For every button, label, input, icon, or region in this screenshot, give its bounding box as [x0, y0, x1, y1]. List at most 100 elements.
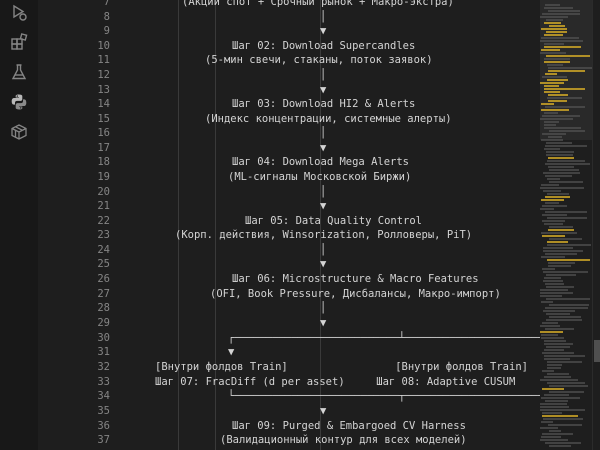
- minimap-line: [542, 322, 558, 324]
- minimap-line: [544, 277, 561, 279]
- code-line-text: │: [320, 186, 327, 198]
- vertical-scrollbar[interactable]: [592, 0, 600, 450]
- minimap-line: [540, 187, 584, 189]
- code-line[interactable]: │: [110, 126, 540, 140]
- minimap-line: [546, 19, 563, 21]
- minimap-line: [545, 400, 568, 402]
- code-line[interactable]: │: [110, 10, 540, 24]
- minimap-line: [546, 319, 582, 321]
- indent-guide: [215, 0, 216, 450]
- line-number: 33: [97, 376, 110, 388]
- line-number: 26: [97, 273, 110, 285]
- minimap-line: [547, 160, 585, 162]
- minimap-line: [547, 64, 563, 66]
- minimap-line: [545, 328, 574, 330]
- line-number: 28: [97, 302, 110, 314]
- code-line[interactable]: Шаг 07: FracDiff (d per asset) Шаг 08: A…: [110, 375, 540, 389]
- code-line[interactable]: ▼: [110, 141, 540, 155]
- code-line[interactable]: ▼: [110, 199, 540, 213]
- code-line[interactable]: Шаг 03: Download HI2 & Alerts: [110, 97, 540, 111]
- code-line-text: Шаг 06: Microstructure & Macro Features: [232, 273, 479, 285]
- minimap-line: [547, 382, 585, 384]
- python-icon[interactable]: [9, 92, 29, 112]
- flask-icon[interactable]: [9, 62, 29, 82]
- line-number: 27: [97, 288, 110, 300]
- minimap-line: [548, 229, 574, 231]
- minimap-line: [541, 109, 569, 111]
- minimap-line: [540, 379, 578, 381]
- code-line[interactable]: ▼: [110, 257, 540, 271]
- minimap-line: [548, 100, 567, 102]
- code-line[interactable]: (Валидационный контур для всех моделей): [110, 433, 540, 447]
- code-line-text: (Валидационный контур для всех моделей): [220, 434, 467, 446]
- minimap-line: [547, 241, 568, 243]
- code-line[interactable]: └──────────────────────────┬────────────…: [110, 389, 540, 403]
- minimap-line: [549, 25, 565, 27]
- code-line[interactable]: │: [110, 301, 540, 315]
- code-line[interactable]: ┌──────────────────────────┴────────────…: [110, 331, 540, 345]
- minimap-line: [548, 70, 585, 72]
- minimap-line: [541, 256, 565, 258]
- minimap-line: [549, 238, 582, 240]
- code-line[interactable]: (5-мин свечи, стаканы, поток заявок): [110, 53, 540, 67]
- line-number: 37: [97, 434, 110, 446]
- minimap-line: [548, 136, 562, 138]
- code-line-text: Шаг 09: Purged & Embargoed CV Harness: [232, 420, 466, 432]
- cube-icon[interactable]: [9, 122, 29, 142]
- editor-text-area[interactable]: (Акции спот + Срочный рынок + Макро-экст…: [110, 0, 540, 450]
- code-line-text: └──────────────────────────┬────────────…: [228, 390, 540, 402]
- minimap-line: [541, 199, 564, 201]
- code-line[interactable]: │: [110, 243, 540, 257]
- code-line[interactable]: │: [110, 185, 540, 199]
- minimap-line: [540, 427, 558, 429]
- code-line[interactable]: (Индекс концентрации, системные алерты): [110, 112, 540, 126]
- scrollbar-thumb[interactable]: [594, 340, 600, 362]
- line-number: 35: [97, 405, 110, 417]
- code-line-text: (Корп. действия, Winsorization, Ролловер…: [175, 229, 473, 241]
- line-number: 13: [97, 84, 110, 96]
- minimap-line: [545, 442, 581, 444]
- minimap-line: [543, 271, 588, 273]
- code-line[interactable]: ▼: [110, 316, 540, 330]
- code-line-text: ▼: [320, 200, 327, 212]
- code-line[interactable]: ▼ ▼: [110, 345, 540, 359]
- minimap-line: [545, 202, 559, 204]
- code-line[interactable]: ▼: [110, 24, 540, 38]
- code-line[interactable]: ▼: [110, 404, 540, 418]
- minimap-line: [548, 67, 592, 69]
- minimap-line: [546, 154, 573, 156]
- code-line[interactable]: Шаг 04: Download Mega Alerts: [110, 155, 540, 169]
- code-line[interactable]: (Корп. действия, Winsorization, Ролловер…: [110, 228, 540, 242]
- run-debug-icon[interactable]: [9, 2, 29, 22]
- minimap-line: [547, 364, 562, 366]
- code-line[interactable]: [Внутри фолдов Train] [Внутри фолдов Tra…: [110, 360, 540, 374]
- minimap-line: [544, 355, 585, 357]
- minimap-line: [540, 118, 573, 120]
- minimap-line: [547, 259, 590, 261]
- code-line[interactable]: Шаг 06: Microstructure & Macro Features: [110, 272, 540, 286]
- minimap-line: [544, 43, 564, 45]
- minimap[interactable]: [540, 0, 592, 450]
- code-line[interactable]: (ML-сигналы Московской Биржи): [110, 170, 540, 184]
- line-number: 18: [97, 156, 110, 168]
- line-number: 20: [97, 186, 110, 198]
- line-number: 15: [97, 113, 110, 125]
- code-line[interactable]: ▼: [110, 83, 540, 97]
- code-line[interactable]: │: [110, 68, 540, 82]
- line-number: 8: [103, 11, 110, 23]
- minimap-line: [544, 121, 559, 123]
- code-line[interactable]: Шаг 09: Purged & Embargoed CV Harness: [110, 419, 540, 433]
- minimap-line: [546, 286, 574, 288]
- code-line[interactable]: (Акции спот + Срочный рынок + Макро-экст…: [110, 0, 540, 9]
- extensions-icon[interactable]: [9, 32, 29, 52]
- line-number: 16: [97, 127, 110, 139]
- code-line-text: Шаг 02: Download Supercandles: [232, 40, 416, 52]
- code-line[interactable]: Шаг 05: Data Quality Control: [110, 214, 540, 228]
- minimap-line: [548, 94, 568, 96]
- code-line[interactable]: (OFI, Book Pressure, Дисбалансы, Макро-и…: [110, 287, 540, 301]
- line-number: 22: [97, 215, 110, 227]
- minimap-line: [549, 430, 561, 432]
- minimap-line: [542, 214, 567, 216]
- code-line[interactable]: Шаг 02: Download Supercandles: [110, 39, 540, 53]
- line-number: 24: [97, 244, 110, 256]
